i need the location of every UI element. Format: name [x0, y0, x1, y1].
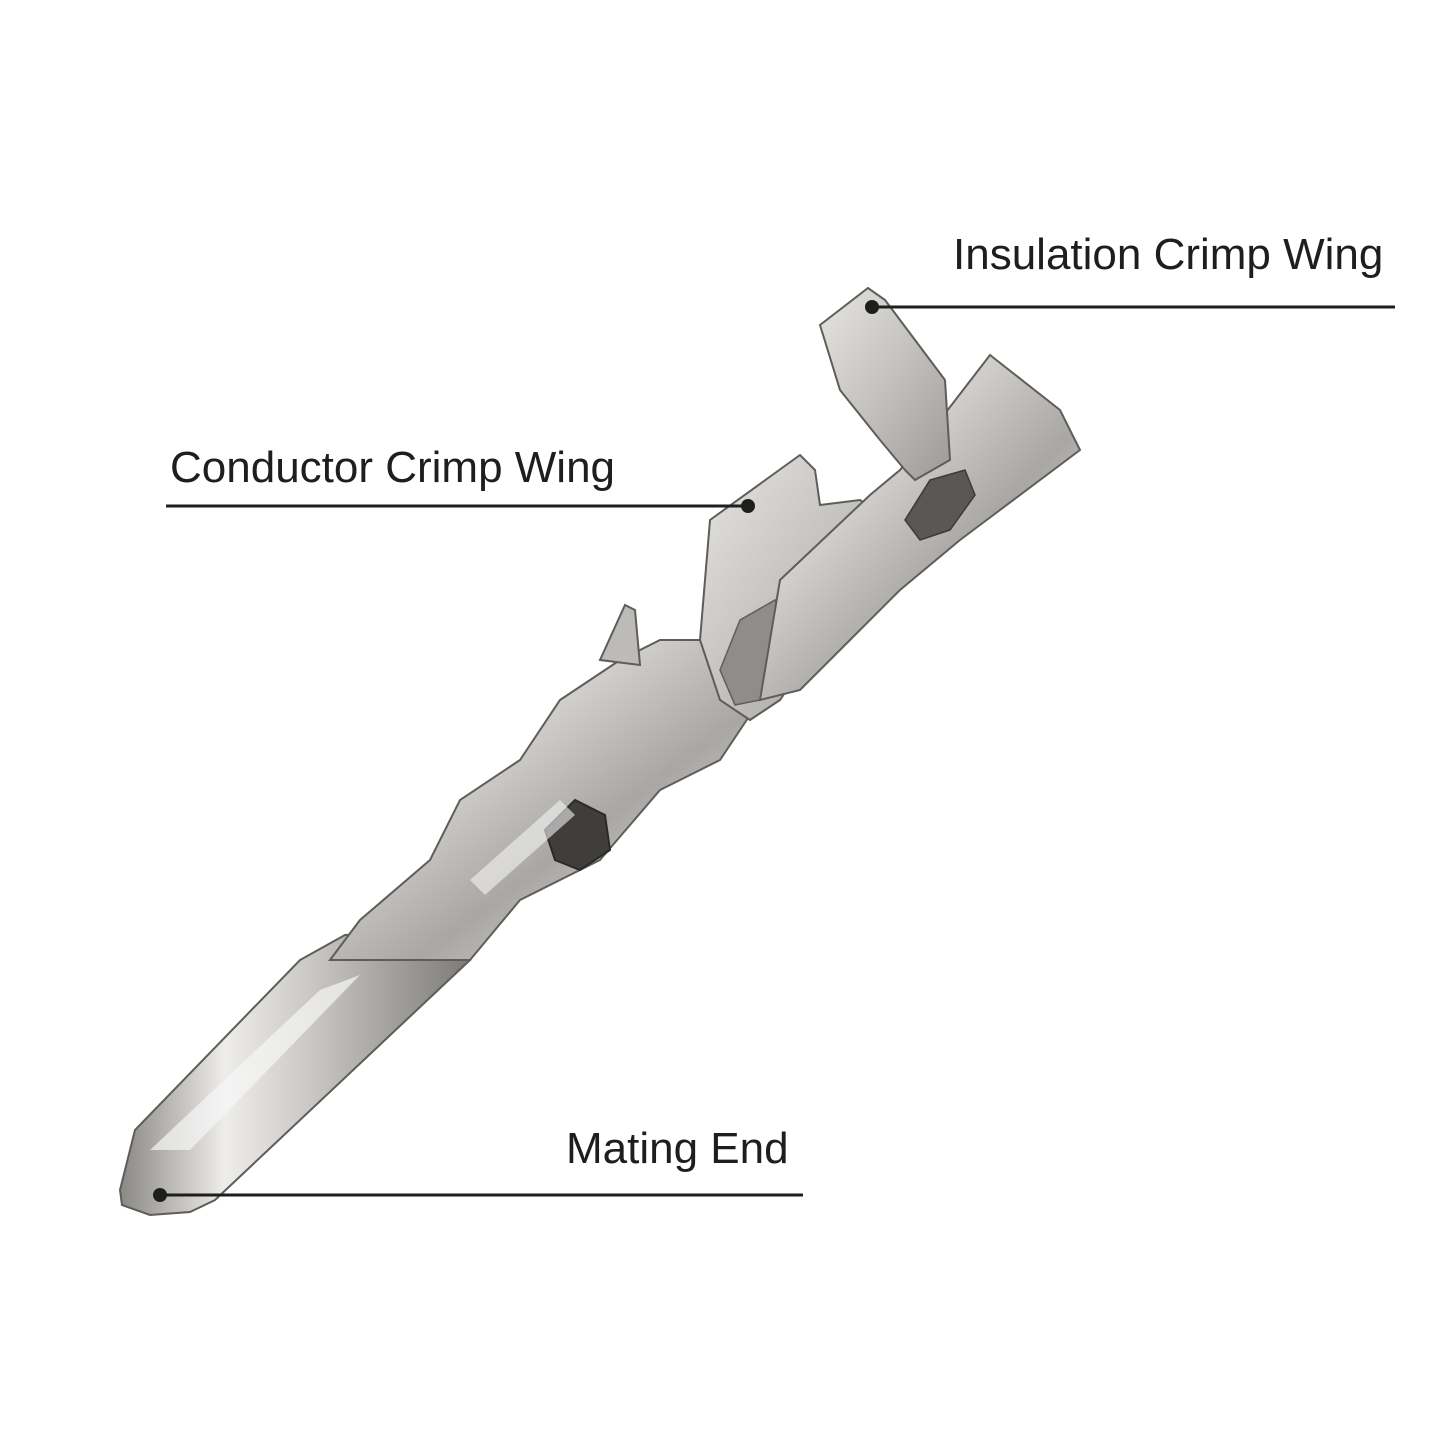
terminal-barrel: [328, 639, 762, 961]
pin-highlight: [150, 975, 360, 1150]
insulation-crimp-wing: [818, 286, 952, 482]
barrel-slot-highlight: [470, 800, 575, 895]
mating-marker-dot: [153, 1188, 167, 1202]
locking-lance: [598, 603, 642, 667]
conductor-marker-dot: [741, 499, 755, 513]
mating-end-label: Mating End: [566, 1124, 789, 1173]
terminal-pin: [118, 928, 472, 1217]
insulation-crimp-wing-label: Insulation Crimp Wing: [953, 230, 1384, 279]
conductor-crimp-wing-label: Conductor Crimp Wing: [170, 443, 616, 492]
insulation-marker-dot: [865, 300, 879, 314]
insulation-wing-opening: [904, 469, 976, 541]
